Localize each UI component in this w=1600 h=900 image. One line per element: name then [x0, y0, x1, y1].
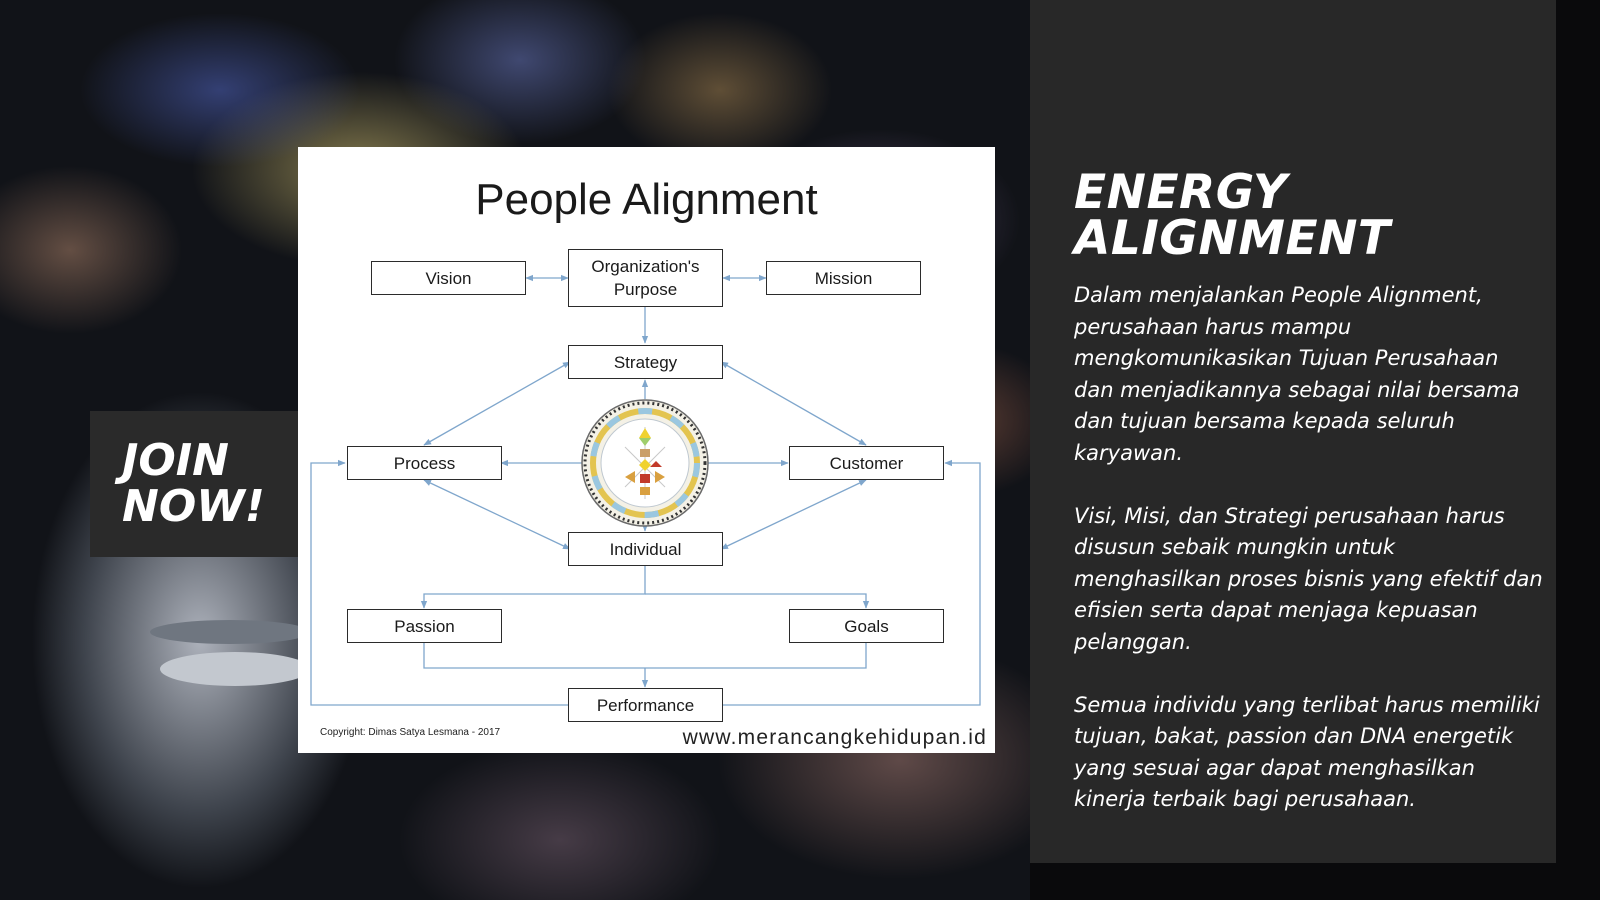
join-now-button[interactable] [90, 411, 298, 557]
edge-performance-process [310, 459, 568, 706]
diagram-website[interactable]: www.merancangkehidupan.id [682, 726, 987, 749]
node-strategy: Strategy [568, 345, 723, 379]
edge-performance-customer [723, 459, 981, 706]
diagram-title: People Alignment [475, 175, 818, 224]
edge-individual-split [420, 565, 646, 609]
node-goals: Goals [789, 609, 944, 643]
paragraph-individuals: Semua individu yang terlibat harus memil… [1074, 692, 1540, 812]
edge-customer-individual [720, 479, 867, 550]
edge-process-individual [423, 479, 571, 550]
node-customer: Customer [789, 446, 944, 480]
bodygraph-mandala-icon [581, 399, 709, 527]
edge-individual-goals [645, 593, 870, 609]
paragraph-people-alignment: Dalam menjalankan People Alignment, peru… [1074, 283, 1520, 465]
paragraph-vision-mission: Visi, Misi, dan Strategi perusahaan haru… [1074, 503, 1543, 654]
lower-lip [160, 652, 310, 686]
edge-strategy-process [423, 361, 571, 446]
edge-strategy-customer [720, 361, 867, 446]
info-panel [1030, 0, 1556, 863]
node-organization-purpose: Organization's Purpose [568, 249, 723, 307]
panel-title: ENERGY ALIGNMENT [1074, 165, 1391, 266]
node-process: Process [347, 446, 502, 480]
node-mission: Mission [766, 261, 921, 295]
diagram-card: People Alignment [298, 147, 995, 753]
diagram-connectors [310, 274, 981, 706]
diagram-copyright: Copyright: Dimas Satya Lesmana - 2017 [320, 727, 501, 738]
edge-passion-goals-merge [423, 643, 867, 669]
node-performance: Performance [568, 688, 723, 722]
upper-lip [150, 620, 310, 644]
panel-body: Dalam menjalankan People Alignment, peru… [1074, 280, 1544, 847]
node-vision: Vision [371, 261, 526, 295]
node-passion: Passion [347, 609, 502, 643]
join-now-label[interactable]: JOIN NOW! [122, 435, 265, 532]
node-individual: Individual [568, 532, 723, 566]
